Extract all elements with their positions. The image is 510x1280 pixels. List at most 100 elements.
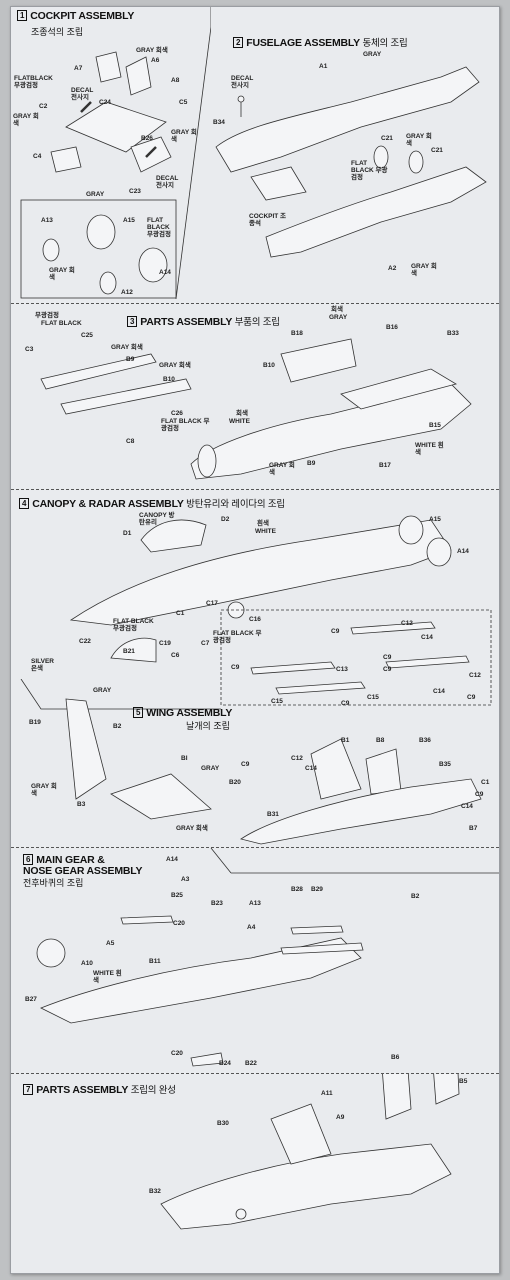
label: A13 xyxy=(249,900,261,907)
label: C22 xyxy=(79,638,91,645)
label: C7 xyxy=(201,640,210,647)
label: C9 xyxy=(231,664,240,671)
label: B8 xyxy=(376,737,385,744)
label: DECAL 전사지 xyxy=(231,75,254,89)
label: GRAY 회색 xyxy=(159,362,191,369)
label: B6 xyxy=(391,1054,400,1061)
label: B10 xyxy=(263,362,275,369)
label: C25 xyxy=(81,332,93,339)
label: B9 xyxy=(307,460,316,467)
label: A14 xyxy=(159,269,171,276)
label: GRAY 회색 xyxy=(176,825,208,832)
label: FLAT BLACK 무광검정 xyxy=(213,630,262,644)
label: A3 xyxy=(181,876,190,883)
label: FLAT BLACK 무광검정 xyxy=(147,217,171,238)
label: A14 xyxy=(457,548,469,555)
label: C8 xyxy=(126,438,135,445)
label: A14 xyxy=(166,856,178,863)
label: A1 xyxy=(319,63,328,70)
label: C13 xyxy=(336,666,348,673)
label: C20 xyxy=(173,920,185,927)
label: WHITE xyxy=(229,418,250,425)
label: GRAY xyxy=(86,191,105,198)
label: B29 xyxy=(311,886,323,893)
label: C12 xyxy=(401,620,413,627)
label: C14 xyxy=(305,765,317,772)
label: A8 xyxy=(171,77,180,84)
label: GRAY 회색 xyxy=(136,47,168,54)
label: C26 xyxy=(171,410,183,417)
label: C12 xyxy=(469,672,481,679)
label: C21 xyxy=(431,147,443,154)
label: FLAT BLACK 무광검정 xyxy=(113,618,154,632)
label: C15 xyxy=(271,698,283,705)
final-assembly-diagram xyxy=(160,1074,460,1230)
step-5-korean: 날개의 조립 xyxy=(186,721,230,731)
step-6-title-line2: NOSE GEAR ASSEMBLY xyxy=(23,865,143,877)
label: B19 xyxy=(29,719,41,726)
label: C9 xyxy=(383,666,392,673)
label: BI xyxy=(181,755,188,762)
label: D2 xyxy=(221,516,230,523)
label: A15 xyxy=(429,516,441,523)
label: B26 xyxy=(141,135,153,142)
label: GRAY 회색 xyxy=(111,344,143,351)
label: GRAY 회색 xyxy=(406,133,432,147)
label: B9 xyxy=(126,356,135,363)
label: B23 xyxy=(211,900,223,907)
label: A9 xyxy=(336,1114,345,1121)
label: COCKPIT 조종석 xyxy=(249,213,287,227)
step-6-korean: 전후바퀴의 조립 xyxy=(23,878,84,888)
label: C1 xyxy=(481,779,490,786)
label: FLAT BLACK 무광검정 xyxy=(161,418,210,432)
label: B30 xyxy=(217,1120,229,1127)
label: B28 xyxy=(291,886,303,893)
label: C20 xyxy=(171,1050,183,1057)
label: C14 xyxy=(421,634,433,641)
label: C9 xyxy=(383,654,392,661)
label: C9 xyxy=(241,761,250,768)
label: A12 xyxy=(121,289,133,296)
label: C2 xyxy=(39,103,48,110)
label: WHITE xyxy=(255,528,276,535)
label: C5 xyxy=(179,99,188,106)
label: B25 xyxy=(171,892,183,899)
label: C23 xyxy=(129,188,141,195)
label: B20 xyxy=(229,779,241,786)
label: A2 xyxy=(388,265,397,272)
gear-diagram xyxy=(36,848,499,1067)
label: A6 xyxy=(151,57,160,64)
label: A15 xyxy=(123,217,135,224)
label: B10 xyxy=(163,376,175,383)
label: DECAL 전사지 xyxy=(156,175,179,189)
label: GRAY 회색 xyxy=(31,783,57,797)
label: FLATBLACK 무광검정 xyxy=(14,75,53,89)
label: GRAY xyxy=(93,687,112,694)
label: C4 xyxy=(33,153,42,160)
parts-diagram xyxy=(40,338,472,480)
label: 흰색 xyxy=(257,520,269,527)
fuselage-diagram xyxy=(215,66,487,258)
label: B15 xyxy=(429,422,441,429)
label: C19 xyxy=(159,640,171,647)
label: CANOPY 방탄유리 xyxy=(139,512,175,526)
label: A11 xyxy=(321,1090,333,1097)
label: GRAY xyxy=(329,314,348,321)
label: A5 xyxy=(106,940,115,947)
label: B17 xyxy=(379,462,391,469)
label: DECAL 전사지 xyxy=(71,87,94,101)
label: GRAY 회색 xyxy=(171,129,197,143)
label: GRAY xyxy=(363,51,382,58)
label: C9 xyxy=(467,694,476,701)
label: B24 xyxy=(219,1060,231,1067)
label: C3 xyxy=(25,346,34,353)
label: B16 xyxy=(386,324,398,331)
label: C6 xyxy=(171,652,180,659)
